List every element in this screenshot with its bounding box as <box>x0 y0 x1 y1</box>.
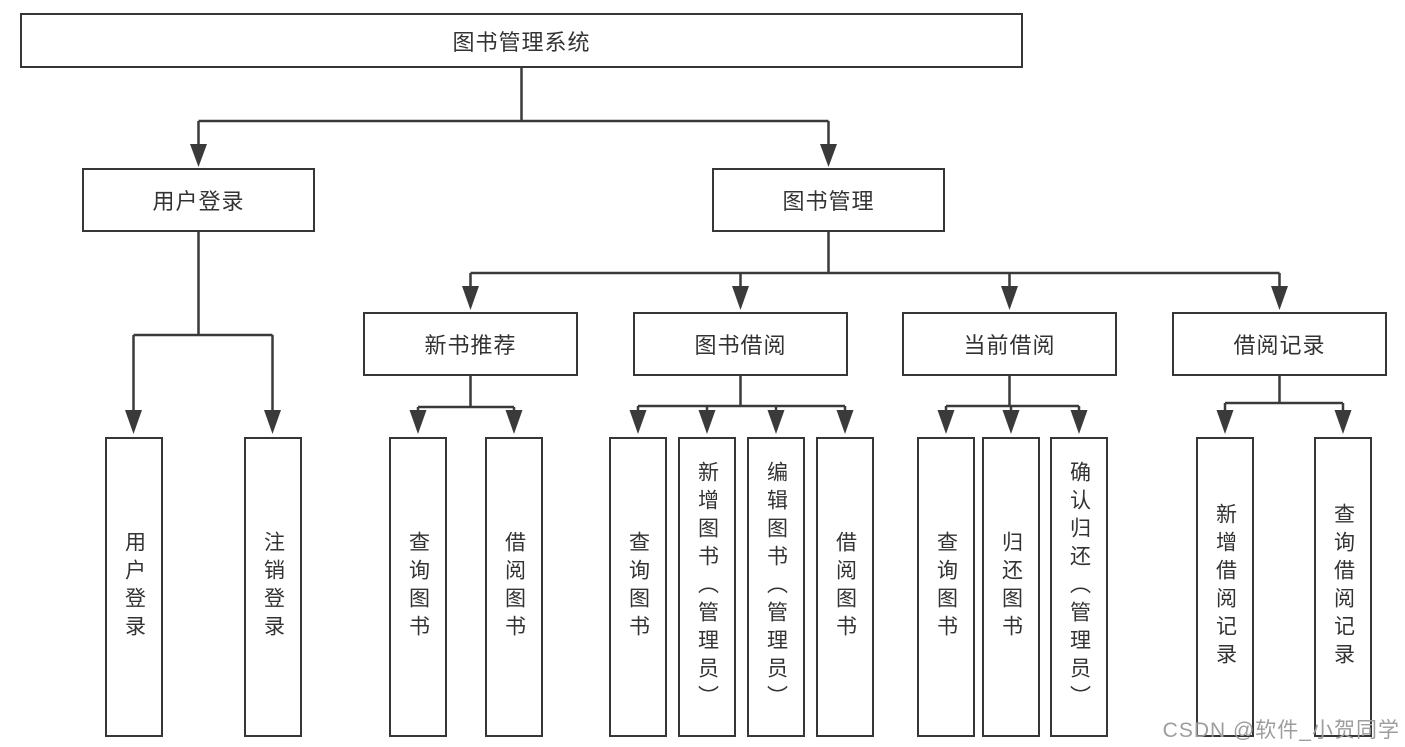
node-label: 图书借阅 <box>694 333 787 358</box>
arrowhead-icon <box>1271 286 1288 310</box>
leaf-records-add-borrow-record: 新增借阅记录 <box>1196 437 1254 737</box>
arrowhead-icon <box>1001 286 1018 310</box>
leaf-borrowing-add-books-admin: 新增图书（管理员） <box>678 437 736 737</box>
node-label: 归还图书 <box>999 531 1023 643</box>
node-label: 新增借阅记录 <box>1213 503 1237 671</box>
node-label: 用户登录 <box>122 531 146 643</box>
node-new-book-recommendation: 新书推荐 <box>363 312 578 376</box>
leaf-current-confirm-return-admin: 确认归还（管理员） <box>1050 437 1108 737</box>
node-label: 用户登录 <box>152 189 245 214</box>
node-label: 当前借阅 <box>963 333 1056 358</box>
arrowhead-icon <box>264 410 281 434</box>
arrowhead-icon <box>1334 410 1352 434</box>
connector-current-borrow-children <box>937 376 1088 434</box>
arrowhead-icon <box>190 144 207 167</box>
node-label: 编辑图书（管理员） <box>764 461 788 713</box>
connector-book-mgmt-children <box>462 232 1288 310</box>
arrowhead-icon <box>1070 410 1088 434</box>
arrowhead-icon <box>732 286 749 310</box>
arrowhead-icon <box>629 410 647 434</box>
node-label: 查询图书 <box>626 531 650 643</box>
node-borrowing-records: 借阅记录 <box>1172 312 1387 376</box>
leaf-records-query-borrow-record: 查询借阅记录 <box>1314 437 1372 737</box>
node-label: 注销登录 <box>261 531 285 643</box>
node-label: 新书推荐 <box>424 333 517 358</box>
leaf-current-return-books: 归还图书 <box>982 437 1040 737</box>
node-book-management: 图书管理 <box>712 168 945 232</box>
node-user-login: 用户登录 <box>82 168 315 232</box>
node-label: 图书管理系统 <box>452 29 591 55</box>
arrowhead-icon <box>820 144 837 167</box>
arrowhead-icon <box>125 410 142 434</box>
arrowhead-icon <box>505 410 523 434</box>
node-current-borrowing: 当前借阅 <box>902 312 1117 376</box>
node-label: 新增图书（管理员） <box>695 461 719 713</box>
node-label: 查询图书 <box>406 531 430 643</box>
node-library-management-system: 图书管理系统 <box>20 13 1023 68</box>
arrowhead-icon <box>698 410 716 434</box>
connector-records-children <box>1216 376 1352 434</box>
leaf-newbooks-query-books: 查询图书 <box>389 437 447 737</box>
leaf-borrowing-edit-books-admin: 编辑图书（管理员） <box>747 437 805 737</box>
connector-user-login-children <box>125 232 281 434</box>
leaf-current-query-books: 查询图书 <box>917 437 975 737</box>
node-label: 借阅图书 <box>502 531 526 643</box>
node-label: 确认归还（管理员） <box>1067 461 1091 713</box>
node-book-borrowing: 图书借阅 <box>633 312 848 376</box>
arrowhead-icon <box>409 410 427 434</box>
arrowhead-icon <box>1216 410 1234 434</box>
arrowhead-icon <box>1002 410 1020 434</box>
node-label: 查询借阅记录 <box>1331 503 1355 671</box>
node-label: 借阅图书 <box>833 531 857 643</box>
arrowhead-icon <box>937 410 955 434</box>
node-label: 查询图书 <box>934 531 958 643</box>
leaf-logout-login: 注销登录 <box>244 437 302 737</box>
leaf-newbooks-borrow-books: 借阅图书 <box>485 437 543 737</box>
arrowhead-icon <box>836 410 854 434</box>
connector-new-books-children <box>409 376 523 434</box>
arrowhead-icon <box>462 286 479 310</box>
leaf-borrowing-borrow-books: 借阅图书 <box>816 437 874 737</box>
node-label: 图书管理 <box>782 189 875 214</box>
leaf-user-login: 用户登录 <box>105 437 163 737</box>
arrowhead-icon <box>767 410 785 434</box>
watermark: CSDN @软件_小贺同学 <box>1162 719 1400 742</box>
connector-book-borrow-children <box>629 376 854 434</box>
node-label: 借阅记录 <box>1233 333 1326 358</box>
connector-root-children <box>190 68 837 167</box>
leaf-borrowing-query-books: 查询图书 <box>609 437 667 737</box>
